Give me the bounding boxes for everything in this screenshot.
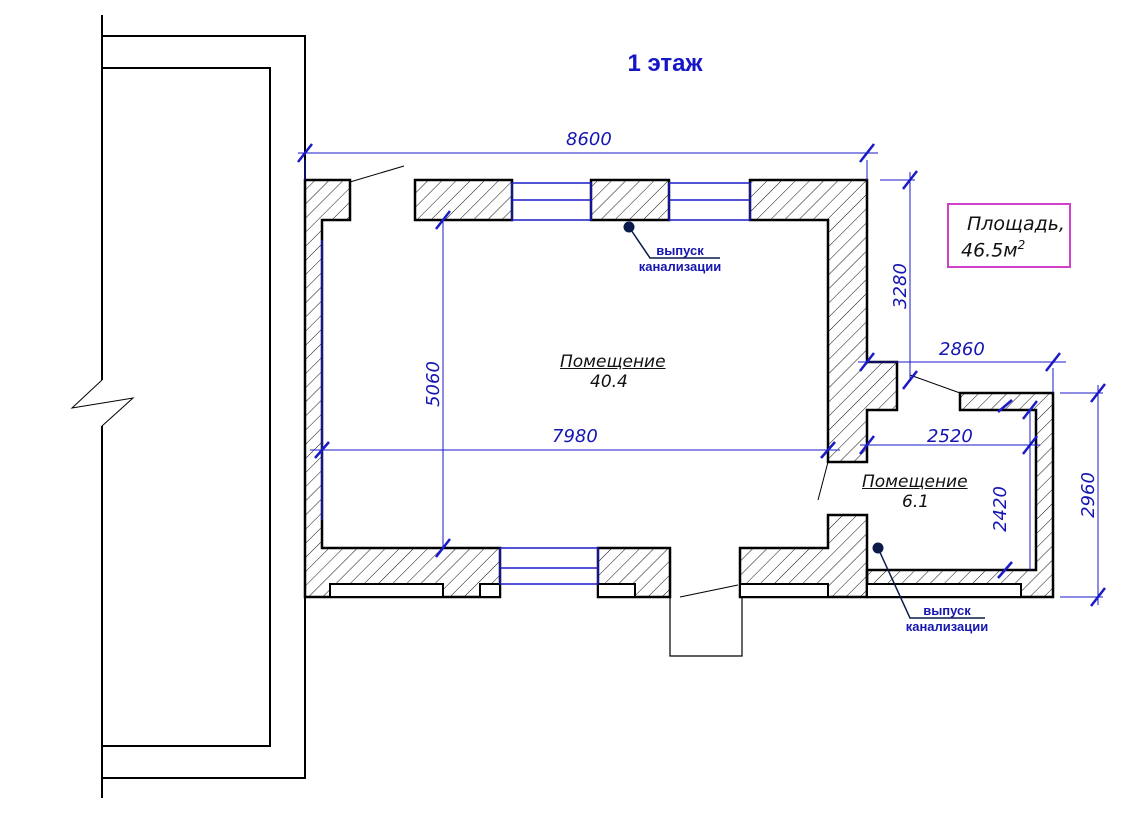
dim-annex-outer-width: 2860 <box>939 339 985 360</box>
dim-annex-inner-width: 2520 <box>927 426 973 447</box>
dim-annex-inner-height: 2420 <box>989 486 1011 532</box>
drain-label-line1: выпуск <box>656 243 704 258</box>
drain-marker-main <box>623 221 720 259</box>
room-label-main: Помещение 40.4 <box>560 352 666 393</box>
area-unit-superscript: 2 <box>1017 238 1026 252</box>
drain-label-line2: канализации <box>638 258 722 274</box>
annex-walls <box>865 391 1055 599</box>
dimension-lines <box>298 152 1103 605</box>
dim-inner-height: 5060 <box>422 361 444 407</box>
floor-title: 1 этаж <box>627 50 703 77</box>
adjacent-building <box>70 15 306 798</box>
drain-label-line2: канализации <box>905 618 989 634</box>
total-area-value: 46.5м2 <box>961 238 1025 261</box>
room-area: 6.1 <box>902 492 930 513</box>
drain-label-annex: выпуск канализации <box>897 603 997 634</box>
total-area-number: 46.5м <box>961 239 1018 262</box>
dimension-ticks <box>297 143 1106 607</box>
dim-right-offset: 3280 <box>889 263 911 309</box>
room-label-annex: Помещение 6.1 <box>862 472 968 513</box>
dim-total-width: 8600 <box>566 129 612 150</box>
total-area-label: Площадь, <box>967 213 1065 235</box>
windows <box>321 182 751 585</box>
dim-annex-outer-height: 2960 <box>1077 472 1099 518</box>
drain-marker-annex <box>872 542 985 619</box>
drain-label-main: выпуск канализации <box>630 243 730 274</box>
room-name: Помещение <box>560 352 666 372</box>
room-name: Помещение <box>862 472 968 492</box>
room-area: 40.4 <box>590 372 628 393</box>
total-area-box: Площадь, 46.5м2 <box>947 203 1071 268</box>
drain-label-line1: выпуск <box>923 603 971 618</box>
dim-inner-width: 7980 <box>552 426 598 447</box>
wall-plinths <box>329 583 1022 598</box>
doors <box>349 165 961 657</box>
